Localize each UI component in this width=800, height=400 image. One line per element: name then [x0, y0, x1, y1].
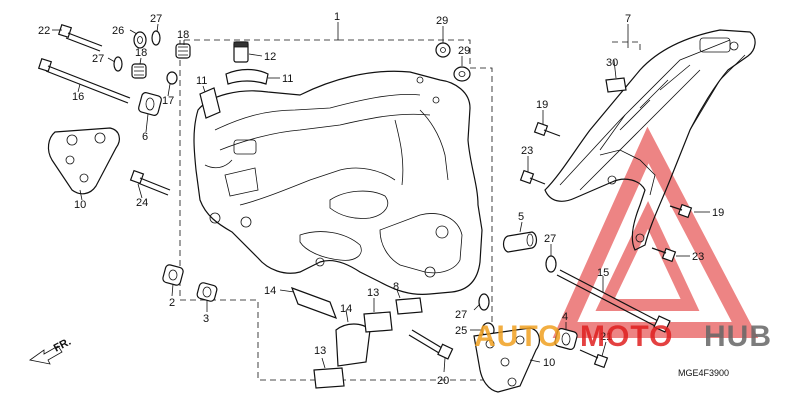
diagram-code: MGE4F3900 — [678, 368, 729, 378]
callout-5: 5 — [518, 211, 524, 223]
watermark-hub: HUB — [704, 320, 772, 353]
callout-25: 25 — [455, 325, 467, 337]
part-13-block-b — [313, 367, 345, 389]
callout-30: 30 — [606, 57, 618, 69]
part-14-pad-b — [335, 323, 371, 367]
callout-13: 13 — [367, 287, 379, 299]
callout-27: 27 — [150, 13, 162, 25]
callout-27: 27 — [92, 53, 104, 65]
part-20-bolt — [408, 329, 454, 360]
callout-8: 8 — [393, 281, 399, 293]
part-22-bolt — [57, 23, 103, 52]
subframe-group-outline — [612, 41, 641, 52]
callout-15: 15 — [597, 267, 609, 279]
part-27-washer-3 — [545, 255, 557, 273]
watermark-logo — [552, 126, 759, 338]
part-21-bolt — [579, 349, 609, 369]
part-29-nut-a — [435, 42, 451, 58]
callout-11: 11 — [282, 73, 293, 85]
part-11-strip-a — [225, 68, 269, 85]
part-13-block-a — [363, 311, 393, 333]
callout-26: 26 — [112, 25, 124, 37]
callout-10: 10 — [543, 357, 555, 369]
part-4-collar — [554, 328, 578, 350]
part-17-collar — [166, 71, 178, 85]
leader-lines — [52, 22, 710, 373]
part-23-bolt-a — [519, 169, 546, 185]
rear-subframe — [544, 29, 756, 251]
callout-18: 18 — [177, 29, 189, 41]
main-frame — [179, 39, 493, 381]
part-10-bracket-right — [473, 327, 540, 393]
part-24-bolt — [129, 169, 171, 196]
watermark-auto: AUTO — [474, 320, 562, 353]
part-27-washer-4 — [478, 293, 490, 311]
callout-3: 3 — [203, 313, 209, 325]
part-5-collar — [502, 231, 538, 253]
part-18-collar-lower — [131, 63, 147, 79]
part-6-bushing — [138, 92, 162, 116]
part-10-bracket-left — [47, 127, 120, 195]
watermark-moto: MOTO — [580, 320, 673, 353]
callout-23: 23 — [692, 251, 704, 263]
callout-1: 1 — [334, 11, 340, 23]
part-2-collar — [162, 264, 184, 286]
part-11-strip-b — [199, 87, 221, 119]
frame-body — [193, 70, 483, 295]
part-8-block — [395, 297, 423, 315]
callout-4: 4 — [562, 311, 568, 323]
callout-labels: 1 22 26 27 18 18 27 12 11 11 16 17 6 10 … — [38, 11, 724, 387]
part-16-bolt — [37, 57, 131, 104]
callout-18: 18 — [135, 47, 147, 59]
callout-24: 24 — [136, 197, 148, 209]
part-23-bolt-b — [651, 247, 677, 263]
callout-21: 21 — [600, 331, 612, 343]
callout-19: 19 — [536, 99, 548, 111]
callout-6: 6 — [142, 131, 148, 143]
part-15-bolt — [556, 269, 671, 333]
callout-19: 19 — [712, 207, 724, 219]
part-12-block — [233, 41, 249, 63]
callout-27: 27 — [544, 233, 556, 245]
callout-10: 10 — [74, 199, 86, 211]
part-29-nut-b — [453, 66, 471, 82]
frame-group-outline — [179, 39, 493, 381]
part-26-nut — [133, 31, 147, 49]
callout-11: 11 — [196, 75, 207, 87]
callout-14: 14 — [340, 303, 352, 315]
watermark-triangle-outer — [552, 126, 759, 338]
callout-17: 17 — [162, 95, 174, 107]
callout-29: 29 — [436, 15, 448, 27]
callout-23: 23 — [521, 145, 533, 157]
callout-14: 14 — [264, 285, 276, 297]
callout-2: 2 — [169, 297, 175, 309]
part-27-washer-2 — [113, 56, 123, 72]
callout-7: 7 — [625, 13, 631, 25]
callout-27: 27 — [455, 309, 467, 321]
callout-20: 20 — [437, 375, 449, 387]
direction-label: FR. — [52, 336, 73, 355]
part-19-bolt-a — [533, 121, 561, 137]
part-19-bolt-b — [669, 203, 693, 219]
front-direction-arrow: FR. — [29, 336, 73, 365]
callout-12: 12 — [264, 51, 276, 63]
callout-16: 16 — [72, 91, 84, 103]
watermark-text: AUTO MOTO HUB — [474, 320, 772, 353]
callout-22: 22 — [38, 25, 50, 37]
callout-29: 29 — [458, 45, 470, 57]
callout-13: 13 — [314, 345, 326, 357]
part-30-block — [605, 77, 627, 93]
part-3-collar — [196, 282, 218, 302]
arrow-icon — [29, 345, 63, 365]
part-27-washer — [151, 30, 161, 46]
part-14-pad-a — [290, 286, 338, 320]
part-18-collar-upper — [175, 43, 191, 59]
